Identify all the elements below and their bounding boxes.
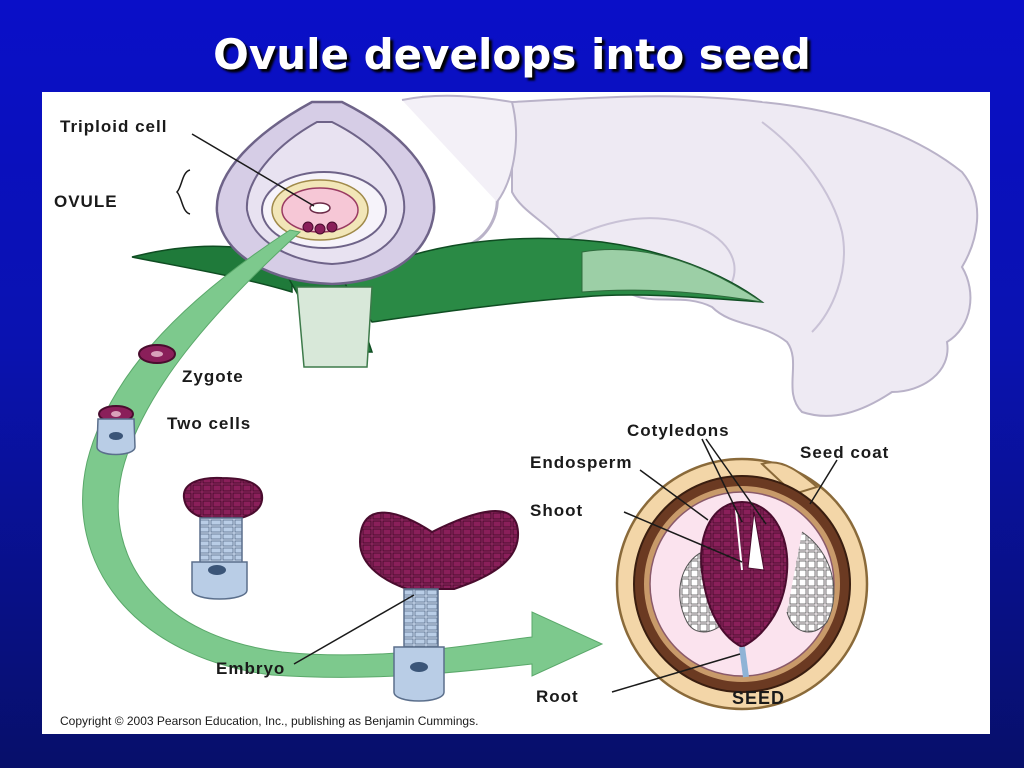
ovule-structure	[215, 100, 436, 286]
triploid-cell	[309, 202, 331, 214]
flower-stem	[296, 286, 373, 368]
label-seed: SEED	[732, 688, 785, 708]
ovule-to-seed-diagram: Triploid cell OVULE Zygote Two cells Cot…	[54, 94, 979, 728]
label-zygote: Zygote	[182, 367, 244, 386]
label-shoot: Shoot	[530, 501, 583, 520]
label-root: Root	[536, 687, 579, 706]
leader-lines	[175, 133, 838, 693]
label-embryo: Embryo	[216, 659, 285, 678]
slide-title: Ovule develops into seed	[213, 30, 811, 79]
development-arrow	[82, 229, 604, 678]
flower-petals	[401, 94, 979, 417]
label-seed-coat: Seed coat	[800, 443, 889, 462]
two-cell-stage	[96, 405, 136, 456]
early-embryo	[182, 476, 264, 600]
mature-seed	[615, 457, 869, 711]
label-endosperm: Endosperm	[530, 453, 633, 472]
zygote-cell	[138, 344, 176, 364]
label-cotyledons: Cotyledons	[627, 421, 730, 440]
heart-embryo	[358, 510, 520, 702]
seed-root	[739, 646, 749, 678]
label-ovule: OVULE	[54, 192, 118, 211]
copyright-notice: Copyright © 2003 Pearson Education, Inc.…	[60, 714, 478, 728]
label-two-cells: Two cells	[167, 414, 251, 433]
diagram-panel: Triploid cell OVULE Zygote Two cells Cot…	[42, 92, 990, 734]
label-triploid-cell: Triploid cell	[60, 117, 167, 136]
